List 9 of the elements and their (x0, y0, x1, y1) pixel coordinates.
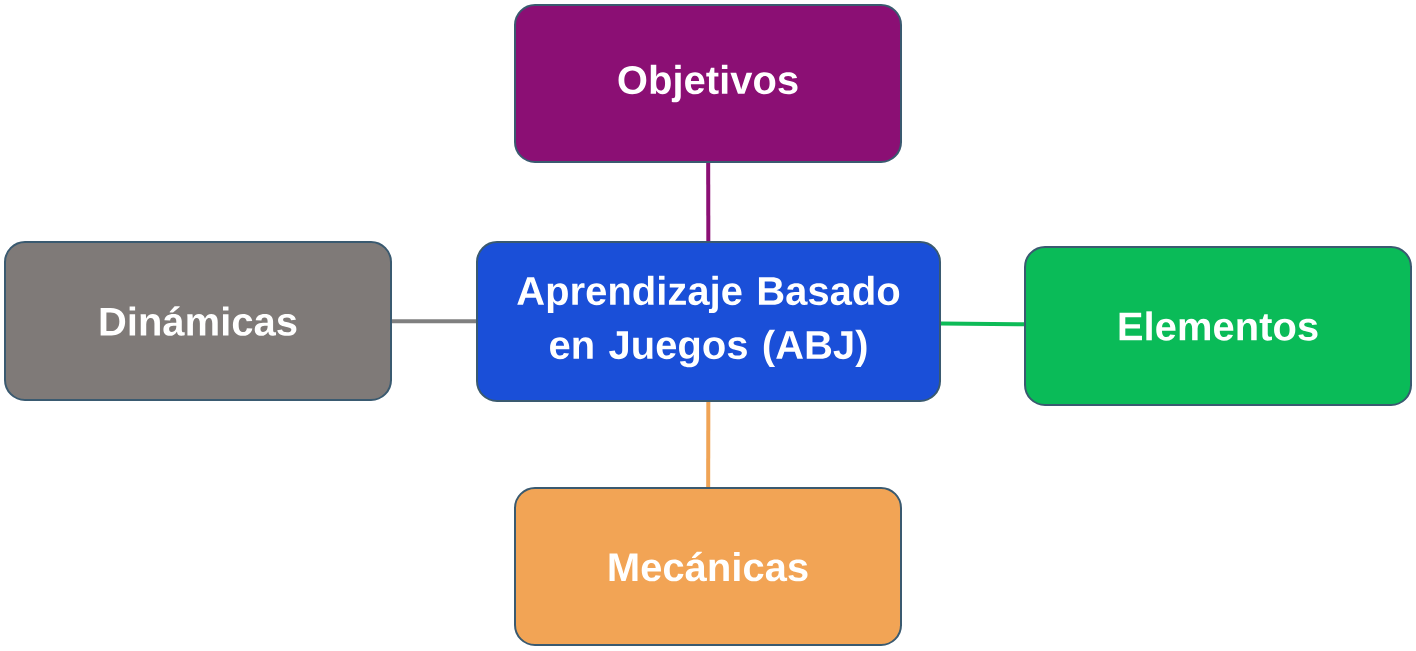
topic-box: Objetivos (514, 4, 902, 163)
connector-line (941, 321, 1025, 327)
topic-box: Dinámicas (4, 241, 392, 401)
central-topic-box: Aprendizaje Basado en Juegos (ABJ) (476, 241, 941, 402)
connector-line (706, 402, 711, 487)
connector-line (706, 163, 711, 241)
connector-line (392, 319, 476, 324)
topic-box: Elementos (1024, 246, 1412, 406)
topic-box: Mecánicas (514, 487, 902, 646)
